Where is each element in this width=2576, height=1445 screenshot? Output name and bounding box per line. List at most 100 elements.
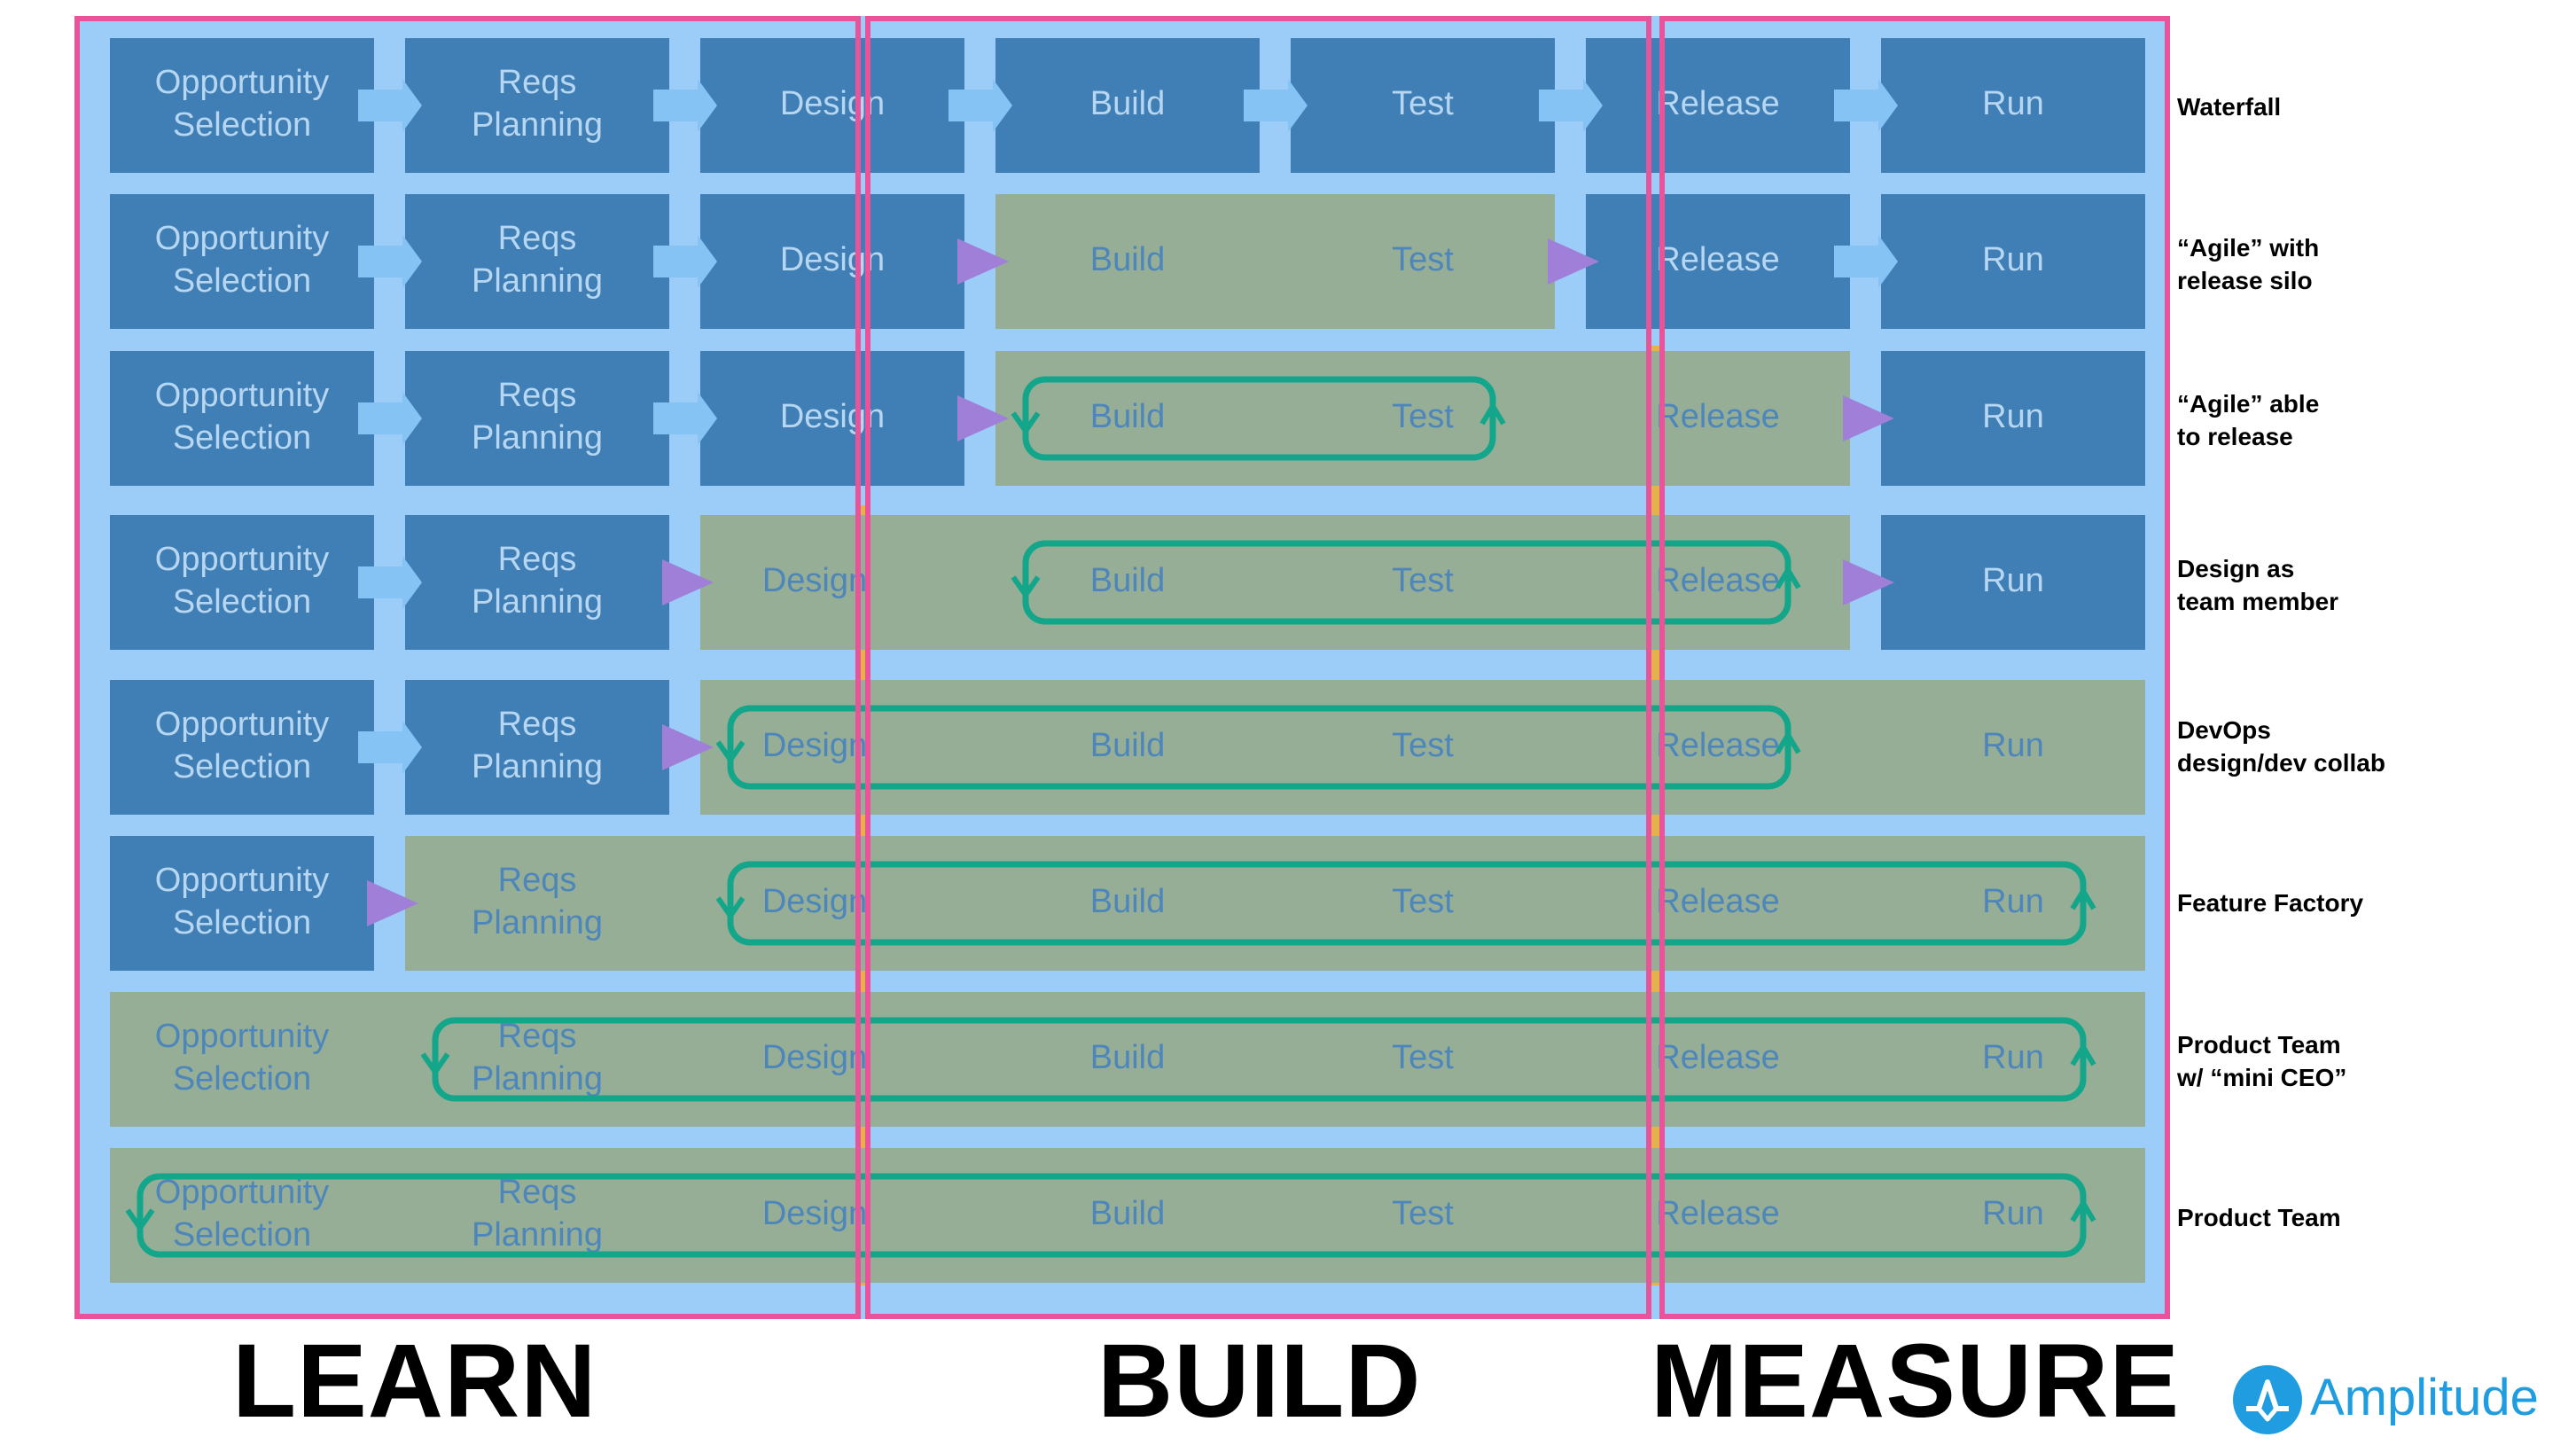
stage-label-line: Test: [1392, 883, 1454, 920]
stage-box: [405, 38, 669, 173]
stage-box: [110, 836, 374, 971]
stage-label-line: Build: [1090, 1039, 1166, 1076]
stage-label-line: Test: [1392, 727, 1454, 764]
team-handoff-arrow: [957, 238, 1009, 285]
learn-phase-label: LEARN: [232, 1323, 597, 1440]
stage-label-line: Release: [1656, 727, 1779, 764]
measure-phase-label: MEASURE: [1651, 1323, 2181, 1440]
stage-label-line: Design: [762, 1039, 867, 1076]
loop-arrowhead-down: [420, 1052, 450, 1074]
stage-label: Build: [1090, 1195, 1166, 1232]
team-handoff-arrow: [662, 724, 714, 770]
stage-label-line: Design: [762, 1195, 867, 1232]
stage-label: Build: [1090, 562, 1166, 599]
row-label-product-team-mini-ceo: Product Team w/ “mini CEO”: [2177, 1031, 2347, 1091]
handoff-arrow: [358, 721, 422, 774]
loop-arrowhead-up: [1775, 567, 1801, 590]
handoff-arrow: [653, 79, 717, 132]
handoff-arrow: [653, 392, 717, 445]
stage-box: [405, 680, 669, 815]
stage-label: Test: [1392, 883, 1454, 920]
stage-label-line: Release: [1656, 883, 1779, 920]
stage-label-line: Run: [1982, 727, 2044, 764]
stage-box: [1881, 351, 2145, 486]
stage-label-line: Selection: [173, 583, 311, 621]
stage-label: Design: [762, 1039, 867, 1076]
row-label-agile-release-silo: “Agile” with release silo: [2177, 234, 2320, 294]
team-block: [995, 194, 1555, 329]
stage-label-line: Selection: [173, 1216, 311, 1254]
stage-label-line: Opportunity: [155, 377, 329, 414]
stage-label-line: Build: [1090, 562, 1166, 599]
stage-label: Design: [762, 883, 867, 920]
stage-label-line: Run: [1982, 1195, 2044, 1232]
amplitude-logo: Amplitude: [2232, 1361, 2569, 1441]
stage-label-line: Run: [1982, 241, 2044, 278]
stage-label-line: Reqs: [498, 862, 577, 899]
stage-label: Test: [1392, 727, 1454, 764]
loop-arrowhead-up: [2070, 1200, 2096, 1222]
team-block: [700, 515, 1850, 650]
stage-label-line: Release: [1656, 85, 1779, 122]
stage-label: Design: [762, 727, 867, 764]
stage-label: Run: [1982, 883, 2044, 920]
stage-label-line: Release: [1656, 241, 1779, 278]
stage-label-line: Design: [762, 727, 867, 764]
team-block: [995, 351, 1850, 486]
stage-label-line: Selection: [173, 106, 311, 144]
stage-label: Release: [1656, 241, 1779, 278]
row-label-product-team: Product Team: [2177, 1204, 2341, 1231]
stage-label-line: Selection: [173, 419, 311, 457]
stage-box: [700, 351, 964, 486]
stage-label-line: Planning: [472, 106, 603, 144]
stage-label: Design: [762, 562, 867, 599]
stage-label-line: Build: [1090, 1195, 1166, 1232]
stage-box: [110, 680, 374, 815]
stage-box: [1586, 194, 1850, 329]
stage-label: Run: [1982, 85, 2044, 122]
stage-label-line: Test: [1392, 241, 1454, 278]
team-handoff-arrow: [957, 395, 1009, 441]
loop-arrowhead-up: [2070, 1044, 2096, 1066]
stage-box: [995, 38, 1260, 173]
stage-label-line: Build: [1090, 398, 1166, 435]
stage-label: Release: [1656, 727, 1779, 764]
stage-box: [110, 515, 374, 650]
team-handoff-arrow: [1548, 238, 1599, 285]
team-handoff-arrow: [367, 880, 418, 926]
iteration-loop: [727, 861, 2087, 946]
stage-label: Test: [1392, 85, 1454, 122]
stage-label-line: Reqs: [498, 220, 577, 257]
stage-label-line: Test: [1392, 1039, 1454, 1076]
stage-label: Test: [1392, 562, 1454, 599]
stage-box: [405, 515, 669, 650]
stage-label-line: Selection: [173, 748, 311, 785]
stage-label-line: Opportunity: [155, 1174, 329, 1211]
stage-label-line: Run: [1982, 562, 2044, 599]
stage-label-line: Test: [1392, 85, 1454, 122]
stage-box: [1881, 194, 2145, 329]
stage-box: [110, 194, 374, 329]
stage-label-line: Build: [1090, 85, 1166, 122]
measure-phase-frame: [1659, 16, 2170, 1319]
stage-label-line: Selection: [173, 262, 311, 300]
loop-arrowhead-down: [715, 896, 745, 918]
stage-label: Run: [1982, 241, 2044, 278]
stage-label: Test: [1392, 1195, 1454, 1232]
handoff-arrow: [358, 556, 422, 609]
stage-label-line: Run: [1982, 883, 2044, 920]
stage-label-line: Planning: [472, 1216, 603, 1254]
handoff-arrow: [1539, 79, 1603, 132]
handoff-arrow: [1244, 79, 1308, 132]
